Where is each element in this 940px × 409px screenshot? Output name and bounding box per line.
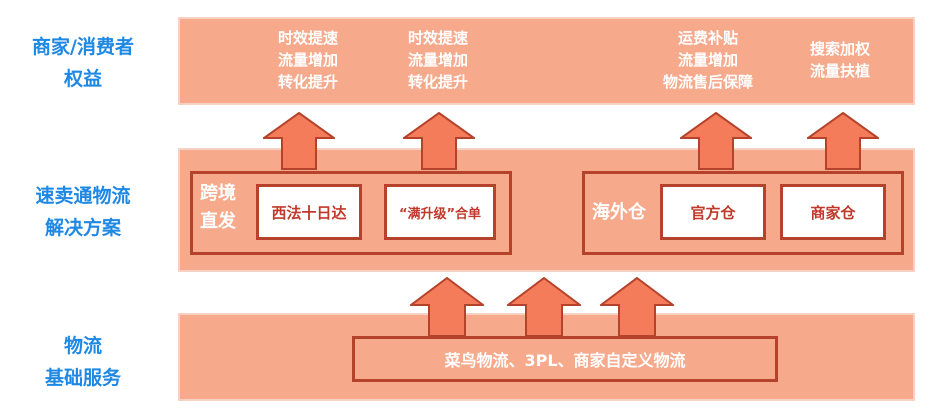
label-logistics-solutions: 速卖通物流 解决方案 [35,185,131,239]
cross-border-label: 跨境 直发 [200,183,236,232]
up-arrow-icon [680,112,752,170]
box-xifa-ten-day: 西法十日达 [256,184,362,240]
up-arrow-icon [600,277,674,337]
base-logistics-box: 菜鸟物流、3PL、商家自定义物流 [352,336,778,382]
up-arrow-icon [403,112,475,170]
benefit-group-2: 时效提速 流量增加 转化提升 [407,29,468,91]
label-merchant-consumer-rights: 商家/消费者 权益 [32,36,134,90]
benefits-band [178,17,915,105]
up-arrow-icon [507,277,581,337]
box-official-warehouse: 官方仓 [660,184,766,240]
label-logistics-base-services: 物流 基础服务 [44,335,121,389]
cross-border-group [190,171,512,255]
overseas-group [582,171,904,255]
up-arrow-icon [410,277,484,337]
benefit-group-4: 搜索加权 流量扶植 [809,40,870,80]
box-upgrade-consolidation: “满升级”合单 [384,184,496,240]
overseas-label: 海外仓 [592,202,646,223]
up-arrow-icon [807,112,879,170]
benefit-group-1: 时效提速 流量增加 转化提升 [277,29,338,91]
box-merchant-warehouse: 商家仓 [780,184,886,240]
up-arrow-icon [263,112,335,170]
benefit-group-3: 运费补贴 流量增加 物流售后保障 [662,29,753,91]
